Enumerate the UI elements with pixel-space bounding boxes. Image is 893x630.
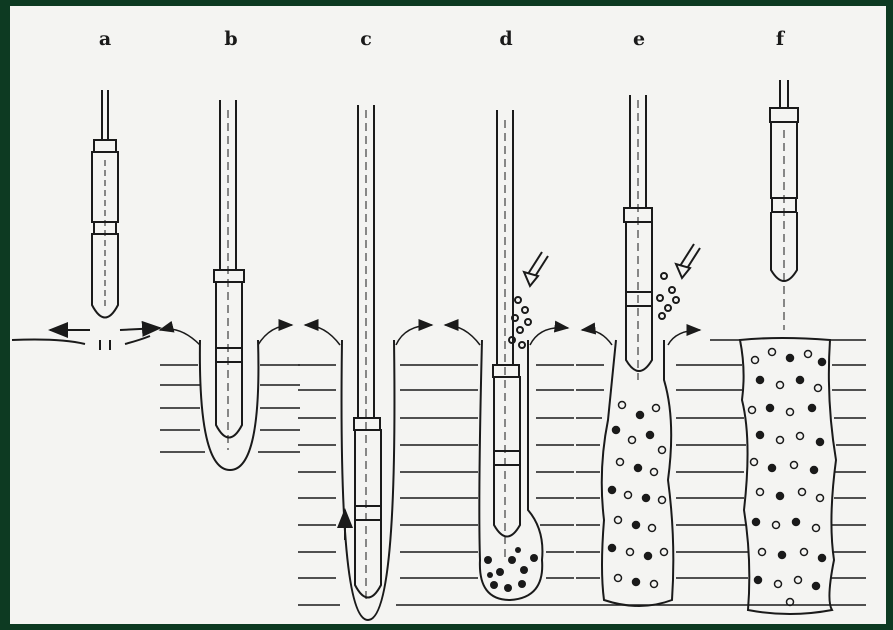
stage-b-soil-lines [160,325,300,452]
stage-f-stone-column[interactable] [740,338,836,614]
stage-c-vibroflot [342,105,395,620]
stage-e-vibroflot [602,95,674,606]
stage-a-ground [12,328,160,350]
stage-e-sand-feed [657,244,700,319]
stage-label-e: e [624,28,654,50]
stage-b-vibroflot [200,100,259,470]
stage-c-soil-lines [298,325,440,605]
stage-f-backfill [749,349,826,606]
stage-label-c: c [351,28,381,50]
stage-d-vibroflot [479,110,542,600]
stage-d-sand-feed [509,252,548,348]
stage-f-vibroflot [770,80,798,330]
stage-e-soil-lines [576,330,710,605]
stage-label-a: a [90,28,120,50]
stage-a-vibroflot [92,90,118,318]
stage-label-d: d [491,28,521,50]
stage-e-backfill[interactable] [609,402,668,588]
stage-d-backfill[interactable] [484,547,538,592]
stage-f-soil-lines [710,340,866,605]
stage-label-b: b [216,28,246,50]
stage-label-f: f [765,28,795,50]
